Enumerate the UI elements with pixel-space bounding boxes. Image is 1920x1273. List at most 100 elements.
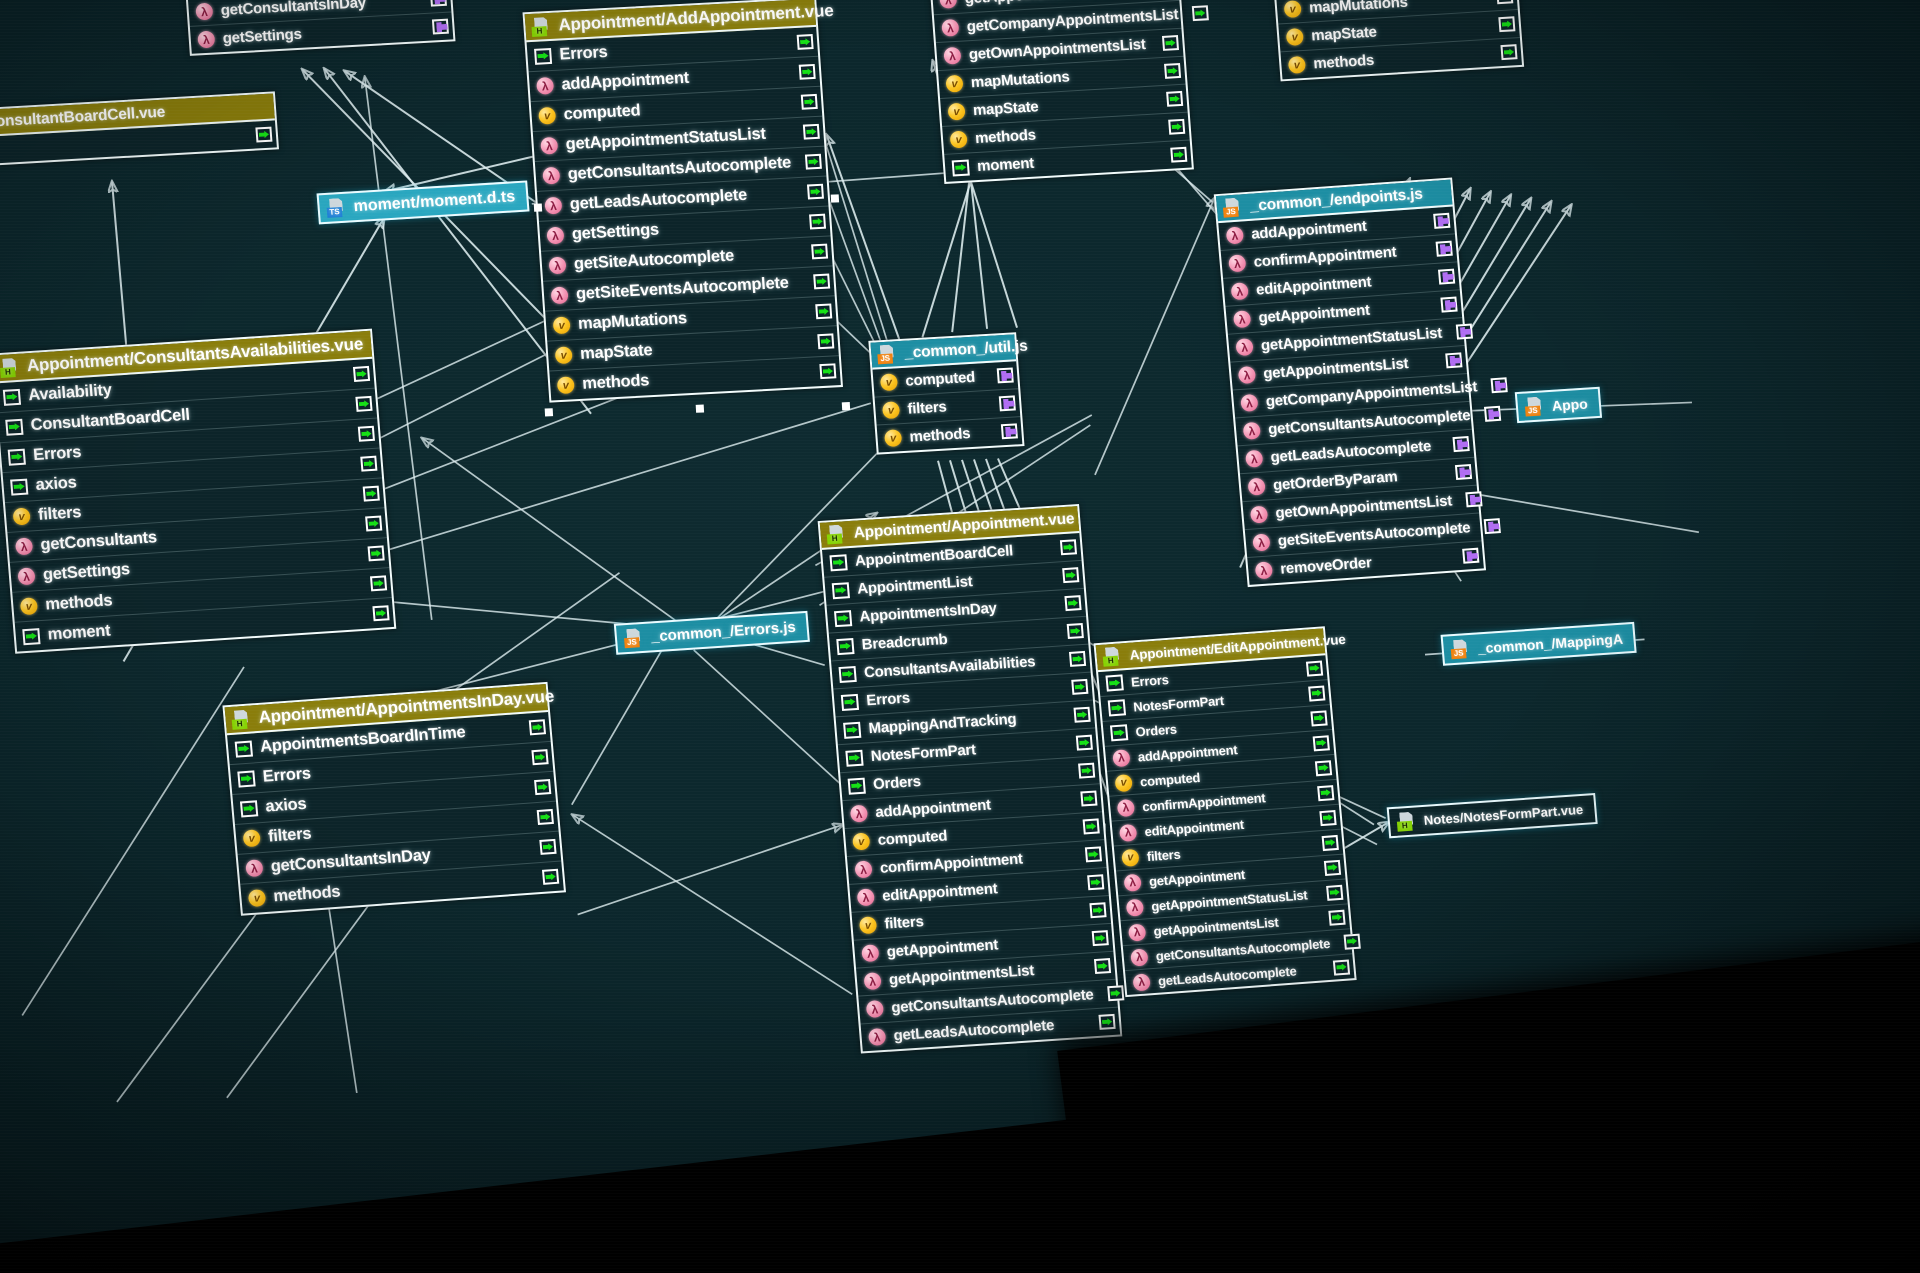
export-marker-icon (1064, 595, 1082, 612)
import-arrow-icon (831, 581, 850, 599)
vue-file-icon: H (531, 16, 552, 37)
purple-export-icon (1490, 377, 1508, 394)
function-lambda-icon (943, 46, 962, 65)
export-marker-icon (817, 333, 835, 350)
import-arrow-icon (10, 478, 29, 496)
vue-file-icon: H (231, 709, 253, 730)
purple-export-icon (431, 18, 449, 35)
export-marker-icon (1332, 959, 1351, 976)
node-title: Appo (1551, 395, 1589, 414)
export-marker-icon (365, 515, 383, 532)
variable-icon (884, 429, 903, 448)
node-members: computedfiltersmethods (872, 361, 1022, 452)
member-label: moment (976, 154, 1035, 175)
purple-export-icon (1000, 423, 1018, 440)
node-edit-appointment[interactable]: H Appointment/EditAppointment.vue Errors… (1093, 626, 1361, 998)
node-members: confirmAppointmentmapMutationsmapStateme… (1274, 0, 1522, 79)
export-marker-icon (1106, 985, 1125, 1002)
export-marker-icon (1066, 622, 1084, 639)
export-marker-icon (1310, 709, 1328, 727)
function-lambda-icon (1116, 798, 1136, 817)
import-arrow-icon (2, 388, 22, 406)
export-marker-icon (811, 243, 829, 260)
variable-icon (242, 829, 261, 848)
export-marker-icon (1078, 762, 1096, 779)
import-arrow-icon (836, 637, 855, 655)
selection-handle[interactable] (533, 203, 543, 212)
function-lambda-icon (544, 196, 563, 215)
function-lambda-icon (542, 166, 561, 185)
function-lambda-icon (1235, 338, 1254, 357)
export-marker-icon (796, 34, 814, 50)
function-lambda-icon (546, 226, 565, 245)
purple-export-icon (1483, 518, 1501, 535)
variable-icon (879, 373, 899, 392)
function-lambda-icon (1118, 823, 1138, 842)
variable-icon (19, 597, 39, 616)
export-marker-icon (1071, 678, 1089, 695)
selection-handle[interactable] (841, 402, 851, 411)
function-lambda-icon (867, 1027, 887, 1046)
node-title: Notes/NotesFormPart.vue (1423, 801, 1584, 828)
export-marker-icon (536, 808, 554, 826)
function-lambda-icon (245, 859, 264, 878)
export-marker-icon (1317, 784, 1335, 801)
variable-icon (12, 507, 31, 526)
export-marker-icon (372, 605, 390, 622)
function-lambda-icon (1242, 421, 1261, 440)
purple-export-icon (1452, 436, 1470, 453)
purple-export-icon (1440, 296, 1458, 313)
function-lambda-icon (17, 567, 36, 586)
function-lambda-icon (1123, 873, 1142, 892)
function-lambda-icon (849, 804, 869, 823)
export-marker-icon (1087, 874, 1105, 891)
import-arrow-icon (845, 749, 864, 767)
export-marker-icon (1161, 35, 1180, 51)
import-arrow-icon (7, 448, 26, 466)
export-marker-icon (804, 153, 822, 170)
node-consultants-availabilities[interactable]: H Appointment/ConsultantsAvailabilities.… (0, 328, 397, 654)
export-marker-icon (355, 395, 373, 412)
node-get-appointments-list[interactable]: getAppointmentsListgetCompanyAppointment… (929, 0, 1209, 184)
node-edge-right[interactable]: JS Appo (1514, 386, 1602, 424)
import-arrow-icon (833, 609, 853, 627)
function-lambda-icon (1240, 393, 1259, 412)
variable-icon (852, 832, 871, 851)
member-label: mapMutations (970, 68, 1071, 92)
function-lambda-icon (1230, 282, 1249, 301)
function-lambda-icon (1112, 748, 1131, 767)
variable-icon (554, 346, 573, 365)
variable-icon (1114, 773, 1133, 792)
import-arrow-icon (234, 740, 253, 758)
export-marker-icon (1082, 818, 1100, 835)
export-marker-icon (1308, 684, 1326, 702)
variable-icon (1287, 55, 1307, 74)
member-label: removeOrder (1279, 554, 1373, 578)
export-marker-icon (1500, 44, 1518, 61)
export-marker-icon (1068, 650, 1087, 667)
selection-handle[interactable] (544, 408, 554, 417)
member-label: methods (974, 126, 1037, 148)
node-add-appointment[interactable]: H Appointment/AddAppointment.vue Errorsa… (522, 0, 843, 403)
vue-file-icon: H (0, 357, 21, 378)
import-arrow-icon (838, 665, 857, 683)
export-marker-icon (352, 365, 371, 382)
node-appointment[interactable]: H Appointment/Appointment.vue Appointmen… (817, 503, 1125, 1054)
member-label: methods (908, 425, 971, 446)
node-members: AppointmentsBoardInTimeErrorsaxiosfilter… (227, 711, 564, 914)
purple-export-icon (1462, 547, 1480, 564)
node-appointments-in-day[interactable]: H Appointment/AppointmentsInDay.vue Appo… (222, 681, 567, 916)
import-arrow-icon (829, 553, 848, 571)
node-common-util[interactable]: JS _common_/util.js computedfiltersmetho… (868, 332, 1028, 455)
function-lambda-icon (1228, 254, 1247, 273)
member-label: getSettings (222, 25, 303, 48)
node-common-endpoints[interactable]: JS _common_/endpoints.js addAppointmentc… (1213, 177, 1508, 588)
function-lambda-icon (197, 30, 216, 49)
export-marker-icon (1098, 1013, 1116, 1030)
member-label: mapState (1310, 23, 1378, 45)
selection-handle[interactable] (695, 404, 705, 413)
export-marker-icon (1084, 846, 1103, 863)
import-arrow-icon (534, 47, 553, 65)
export-marker-icon (798, 63, 816, 80)
selection-handle[interactable] (830, 194, 840, 203)
